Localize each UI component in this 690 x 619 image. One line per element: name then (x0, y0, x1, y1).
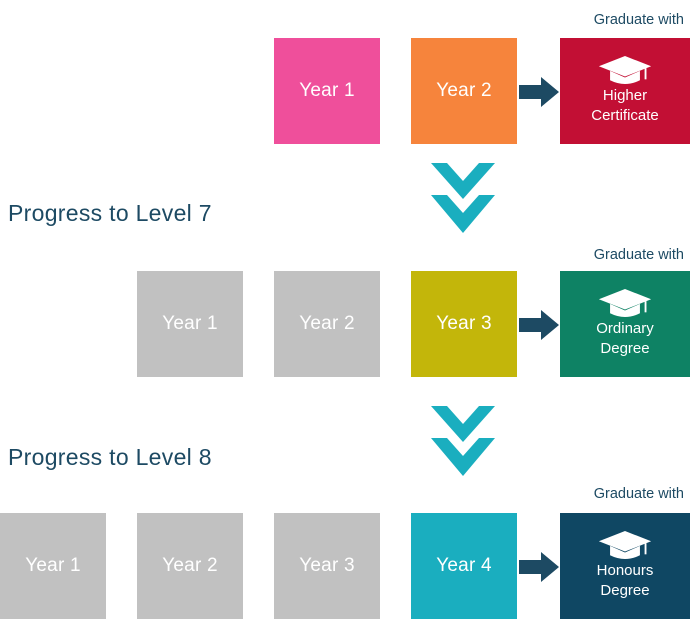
row2-year1-box: Year 1 (137, 271, 243, 377)
award-line2: Degree (600, 582, 650, 599)
award-line1: Higher (602, 87, 648, 104)
row3-year2-box: Year 2 (137, 513, 243, 619)
double-chevron-down-icon (431, 163, 495, 233)
row2-graduate-label: Graduate with (593, 247, 684, 263)
award-line1: Ordinary (596, 320, 654, 337)
graduation-cap-icon (598, 289, 652, 317)
row3-year4-box: Year 4 (411, 513, 517, 619)
row1-year2-box: Year 2 (411, 38, 517, 144)
row1-year1-box: Year 1 (274, 38, 380, 144)
award-line2: Certificate (591, 107, 659, 124)
row2-year2-box: Year 2 (274, 271, 380, 377)
award-line2: Degree (600, 340, 650, 357)
graduation-cap-icon (598, 56, 652, 84)
ordinary-degree-award: Ordinary Degree (560, 271, 690, 377)
higher-certificate-award: Higher Certificate (560, 38, 690, 144)
honours-degree-award: Honours Degree (560, 513, 690, 619)
right-arrow-icon (519, 552, 559, 582)
progress-level8-heading: Progress to Level 8 (8, 444, 212, 470)
graduation-cap-icon (598, 531, 652, 559)
double-chevron-down-icon (431, 406, 495, 476)
row3-graduate-label: Graduate with (593, 486, 684, 502)
right-arrow-icon (519, 310, 559, 340)
progress-level7-heading: Progress to Level 7 (8, 200, 212, 226)
row3-year1-box: Year 1 (0, 513, 106, 619)
right-arrow-icon (519, 77, 559, 107)
award-line1: Honours (596, 562, 654, 579)
row2-year3-box: Year 3 (411, 271, 517, 377)
row1-graduate-label: Graduate with (593, 12, 684, 28)
row3-year3-box: Year 3 (274, 513, 380, 619)
